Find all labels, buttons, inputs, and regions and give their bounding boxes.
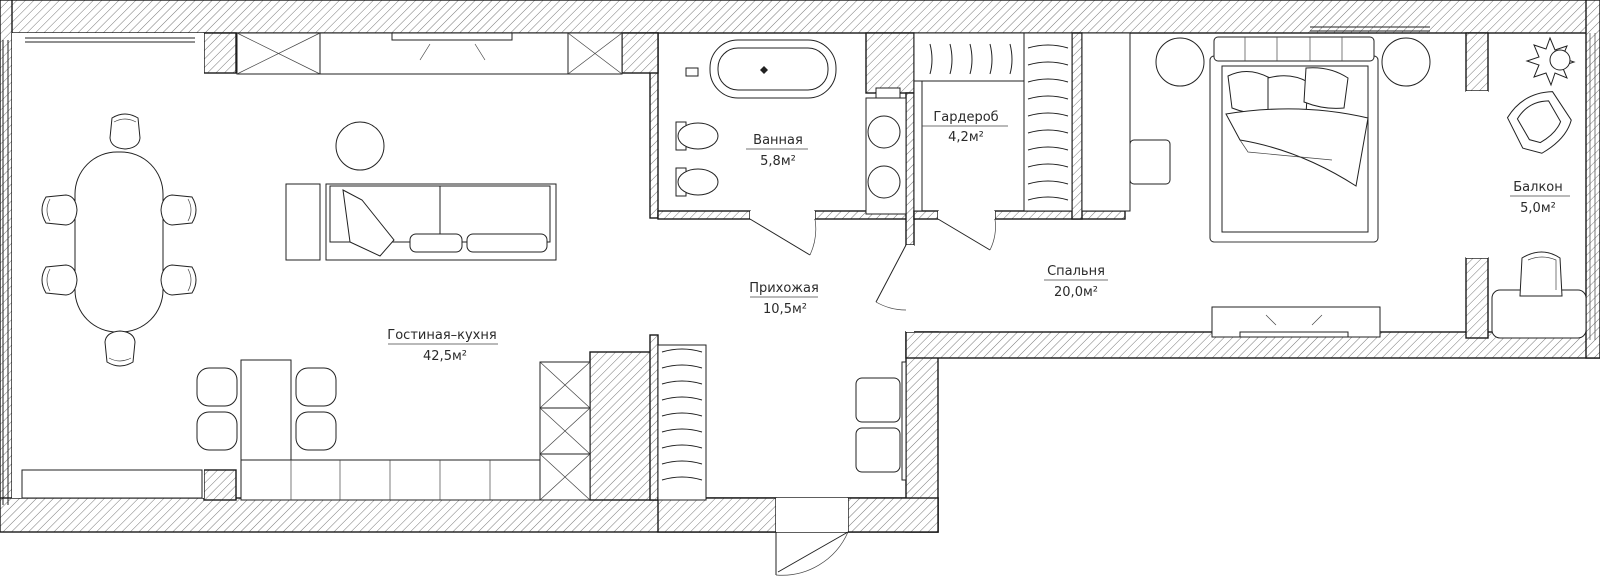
room-area-bath: 5,8м² bbox=[760, 154, 796, 169]
windows bbox=[2, 26, 1596, 505]
bathroom bbox=[675, 39, 907, 215]
doors bbox=[749, 218, 996, 311]
room-name-bath: Ванная bbox=[753, 133, 803, 148]
wardrobe bbox=[913, 32, 1073, 212]
room-name-hall: Прихожая bbox=[749, 281, 819, 296]
room-labels: Гостиная–кухня 42,5м² Ванная 5,8м² Гарде… bbox=[387, 110, 1570, 364]
room-area-living: 42,5м² bbox=[423, 349, 467, 364]
room-area-hall: 10,5м² bbox=[763, 302, 807, 317]
room-name-balcony: Балкон bbox=[1513, 180, 1563, 195]
living-kitchen bbox=[21, 32, 623, 501]
room-name-living: Гостиная–кухня bbox=[387, 328, 496, 343]
room-area-bedroom: 20,0м² bbox=[1054, 285, 1098, 300]
room-area-balcony: 5,0м² bbox=[1520, 201, 1556, 216]
bedroom bbox=[1081, 32, 1431, 338]
room-name-bedroom: Спальня bbox=[1047, 264, 1105, 279]
room-name-wardrobe: Гардероб bbox=[933, 110, 998, 125]
balcony bbox=[1491, 36, 1587, 339]
hall bbox=[657, 344, 907, 576]
room-area-wardrobe: 4,2м² bbox=[948, 130, 984, 145]
